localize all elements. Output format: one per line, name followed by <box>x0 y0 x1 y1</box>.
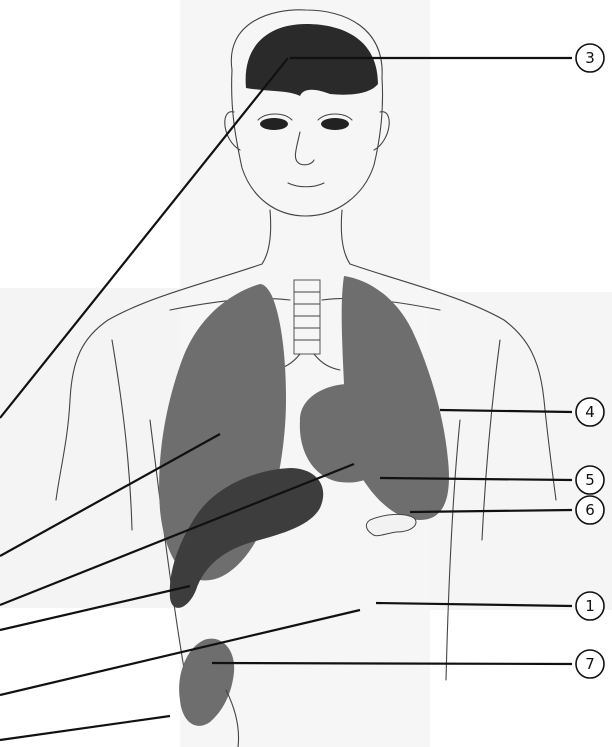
callout-left-lung-label: 4 <box>585 403 595 421</box>
callout-brain: 3 <box>576 44 604 72</box>
callout-kidney: 7 <box>576 650 604 678</box>
callout-lung-base: 6 <box>576 496 604 524</box>
callout-brain-label: 3 <box>585 49 595 67</box>
callout-stomach-label: 1 <box>585 597 595 615</box>
callout-kidney-label: 7 <box>585 655 595 673</box>
callout-stomach: 1 <box>576 592 604 620</box>
callout-heart: 5 <box>576 466 604 494</box>
callout-lung-base-label: 6 <box>585 501 595 519</box>
callout-heart-label: 5 <box>585 471 595 489</box>
callout-left-lung: 4 <box>576 398 604 426</box>
